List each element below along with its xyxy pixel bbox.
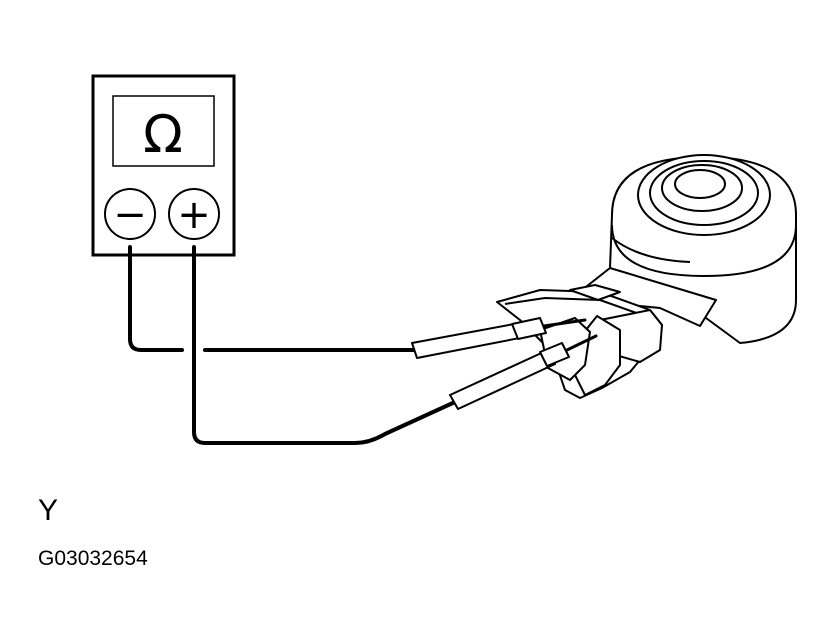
- positive-probe-handle: [449, 349, 556, 410]
- connector-latch: [569, 284, 621, 301]
- positive-terminal-symbol: +: [177, 192, 211, 238]
- negative-lead-wire: [128, 245, 417, 352]
- negative-probe-tip: [542, 318, 587, 328]
- positive-terminal: [168, 188, 220, 240]
- negative-terminal-symbol: −: [113, 192, 147, 238]
- positive-lead-wire: [192, 245, 457, 445]
- test-leads: [128, 245, 457, 445]
- negative-probe: [411, 317, 587, 359]
- positive-probe-collar: [539, 342, 570, 367]
- positive-probe: [449, 334, 598, 410]
- negative-probe-collar: [511, 317, 547, 340]
- sensor-center-hole: [674, 169, 726, 199]
- marker-label: Y: [38, 494, 59, 527]
- connector-top-face: [504, 297, 646, 317]
- sensor-base-ring: [611, 224, 797, 277]
- negative-terminal: [104, 188, 156, 240]
- positive-probe-tip: [565, 334, 598, 352]
- sensor-mid-edge: [611, 237, 691, 263]
- knock-sensor: [496, 154, 797, 399]
- ohmmeter-display: [112, 95, 215, 167]
- ohmmeter: Ω − +: [91, 74, 236, 257]
- probes: [411, 317, 598, 410]
- figure-code: G03032654: [38, 547, 148, 570]
- ohm-symbol: Ω: [143, 105, 183, 165]
